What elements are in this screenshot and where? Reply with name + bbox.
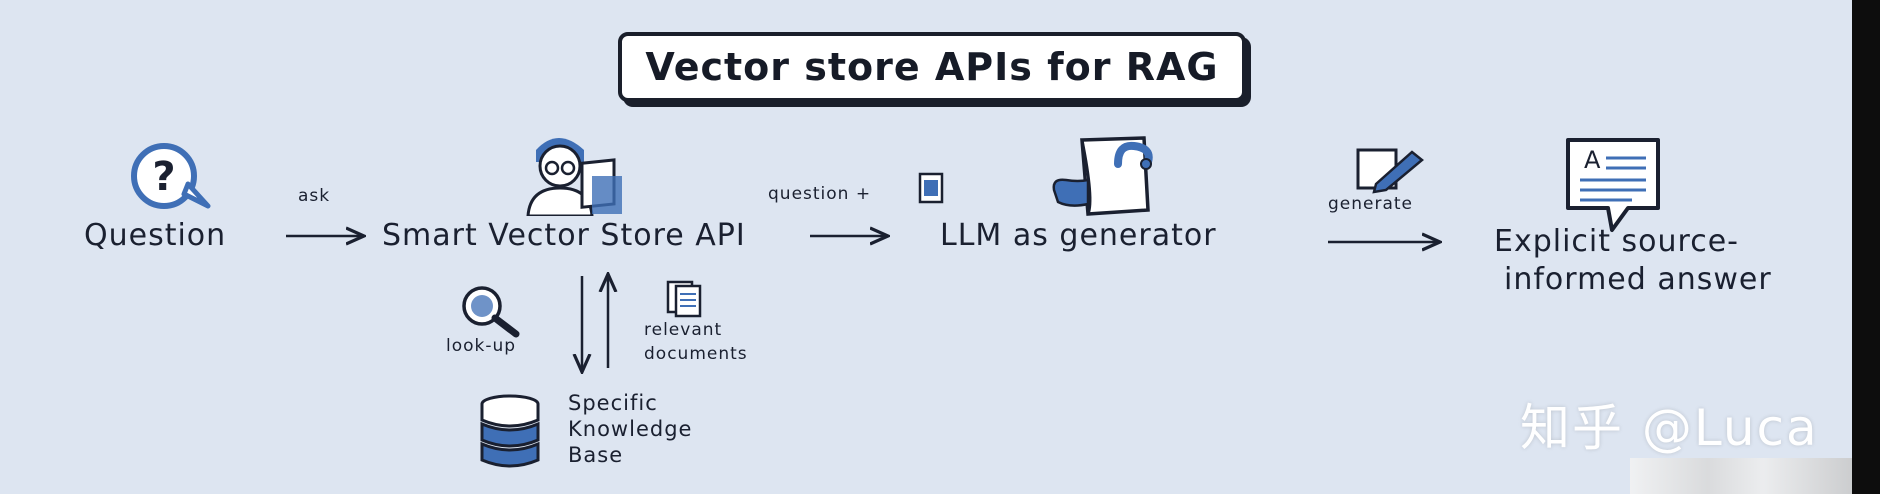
magnifier-icon [462,286,520,338]
node-answer-line1: Explicit source- [1494,224,1739,259]
svg-text:?: ? [152,154,175,200]
pencil-paper-icon [1356,148,1424,194]
document-speech-bubble-icon: A [1566,138,1660,232]
database-icon [480,394,540,468]
svg-text:A: A [1584,146,1601,174]
edge-relevant-line1: relevant [644,320,723,340]
document-icon [666,280,702,318]
node-kb-line2: Knowledge [568,417,693,441]
node-kb-line3: Base [568,443,624,467]
book-snake-icon [1052,136,1153,216]
diagram-title: Vector store APIs for RAG [618,32,1246,102]
edge-question-plus: question + [768,184,872,204]
node-smart-vector-store-api: Smart Vector Store API [382,218,746,253]
edge-generate: generate [1328,194,1414,214]
edge-relevant-line2: documents [644,344,748,364]
node-answer-line2: informed answer [1504,262,1772,297]
question-bubble-icon: ? [131,143,211,209]
document-icon [918,172,944,204]
blurred-region [1630,458,1852,494]
edge-lookup: look-up [446,336,517,356]
right-border [1852,0,1880,494]
edge-ask: ask [298,186,331,206]
watermark: 知乎 @Luca [1520,399,1819,457]
node-kb-line1: Specific [568,391,658,415]
node-question: Question [84,218,227,253]
node-llm-generator: LLM as generator [940,218,1217,253]
person-with-laptop-icon [526,138,622,216]
